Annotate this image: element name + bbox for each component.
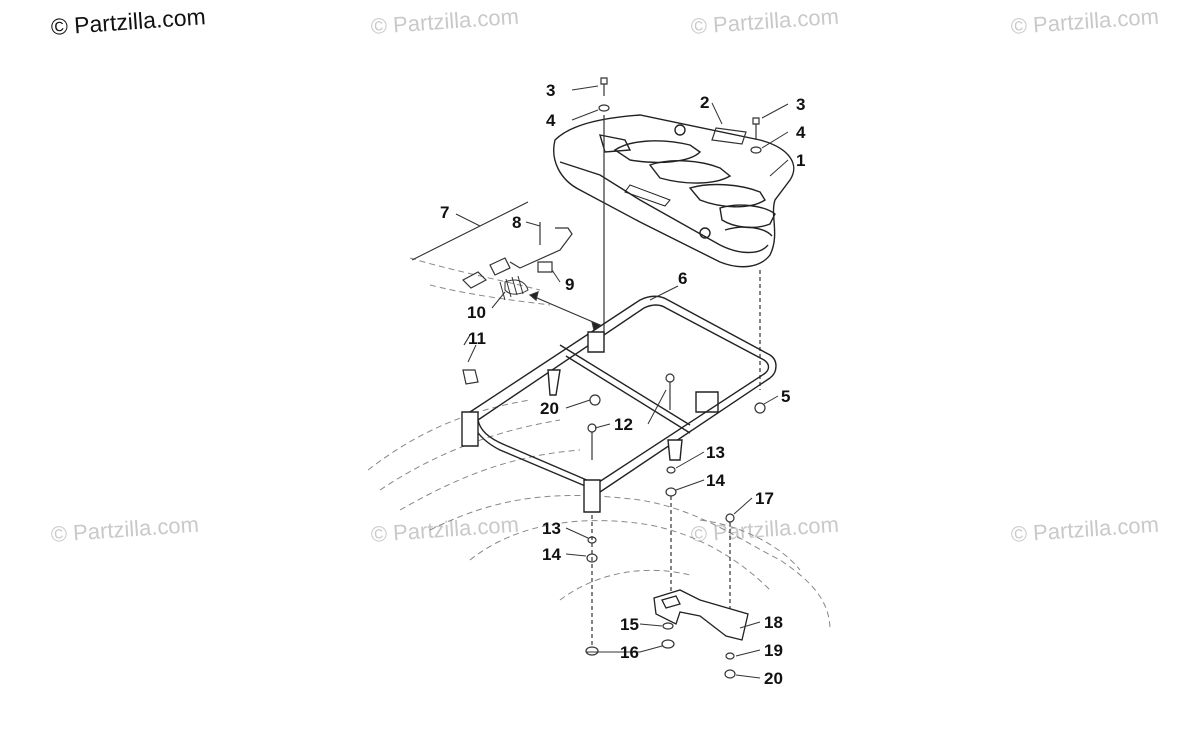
- callout-17: 17: [755, 489, 774, 508]
- callout-14: 14: [542, 545, 561, 564]
- callouts: 3 4 2 3 4 1 7 8 9 10 11 6 5 20 12 13 14 …: [440, 81, 806, 688]
- callout-20: 20: [764, 669, 783, 688]
- rack-bolts: [598, 77, 762, 390]
- callout-13: 13: [542, 519, 561, 538]
- callout-3: 3: [796, 95, 805, 114]
- latch-assembly: [411, 201, 602, 332]
- callout-18: 18: [764, 613, 783, 632]
- mounting-bracket: [653, 589, 749, 641]
- callout-7: 7: [440, 203, 449, 222]
- callout-19: 19: [764, 641, 783, 660]
- decal: [711, 127, 747, 145]
- callout-5: 5: [781, 387, 790, 406]
- callout-14: 14: [706, 471, 725, 490]
- callout-20: 20: [540, 399, 559, 418]
- callout-10: 10: [467, 303, 486, 322]
- callout-4: 4: [796, 123, 806, 142]
- callout-15: 15: [620, 615, 639, 634]
- hardware: [462, 334, 766, 679]
- callout-11: 11: [468, 329, 486, 348]
- vehicle-body-outline: [367, 257, 831, 631]
- rack-frame: [461, 295, 777, 513]
- callout-13: 13: [706, 443, 725, 462]
- callout-8: 8: [512, 213, 521, 232]
- callout-4: 4: [546, 111, 556, 130]
- callout-6: 6: [678, 269, 687, 288]
- rack-top: [553, 114, 795, 268]
- callout-1: 1: [796, 151, 805, 170]
- callout-3: 3: [546, 81, 555, 100]
- callout-16: 16: [620, 643, 639, 662]
- callout-12: 12: [614, 415, 633, 434]
- leader-lines: [455, 85, 789, 679]
- callout-2: 2: [700, 93, 709, 112]
- callout-9: 9: [565, 275, 574, 294]
